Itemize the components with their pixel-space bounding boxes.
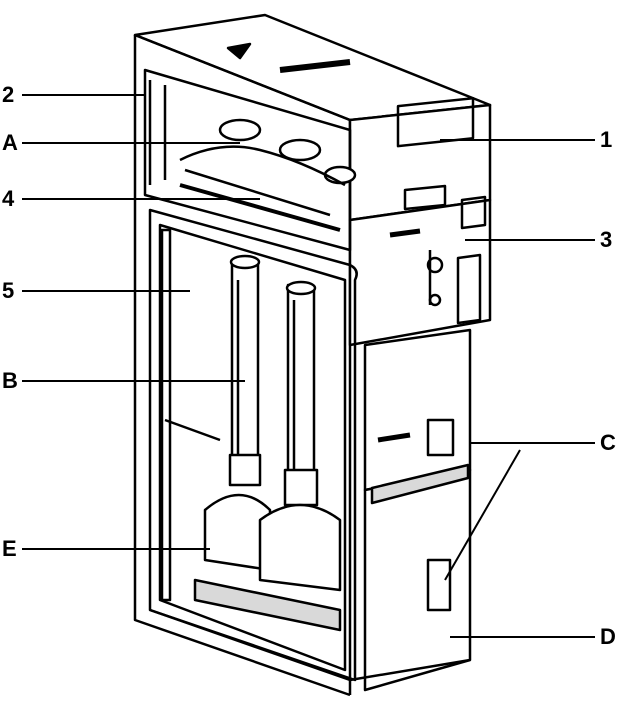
- fuse-tube-right: [283, 280, 319, 507]
- cabinet-left-frame: [133, 35, 351, 697]
- callout-label-c: C: [600, 430, 616, 455]
- callout-label-a: A: [2, 130, 18, 155]
- cabinet-base: [149, 608, 471, 682]
- current-transformer-e: [193, 493, 342, 632]
- leader-c-diag: [444, 449, 521, 581]
- callout-label-4: 4: [2, 186, 15, 211]
- callout-label-3: 3: [600, 227, 613, 252]
- callout-label-1: 1: [600, 127, 613, 152]
- top-compartment: [143, 68, 352, 252]
- callout-label-d: D: [600, 624, 616, 649]
- side-panel-c: [363, 328, 472, 492]
- callout-label-e: E: [2, 536, 17, 561]
- fuse-tube-left: [228, 254, 262, 487]
- callout-label-b: B: [2, 368, 18, 393]
- mechanism-box-3: [348, 198, 492, 347]
- busbar-4: [179, 183, 341, 232]
- callout-label-2: 2: [2, 82, 15, 107]
- side-panel-d: [363, 468, 472, 692]
- lower-compartment-frame: [148, 208, 358, 682]
- roof-arrow-icon: [226, 42, 252, 60]
- callout-label-5: 5: [2, 278, 15, 303]
